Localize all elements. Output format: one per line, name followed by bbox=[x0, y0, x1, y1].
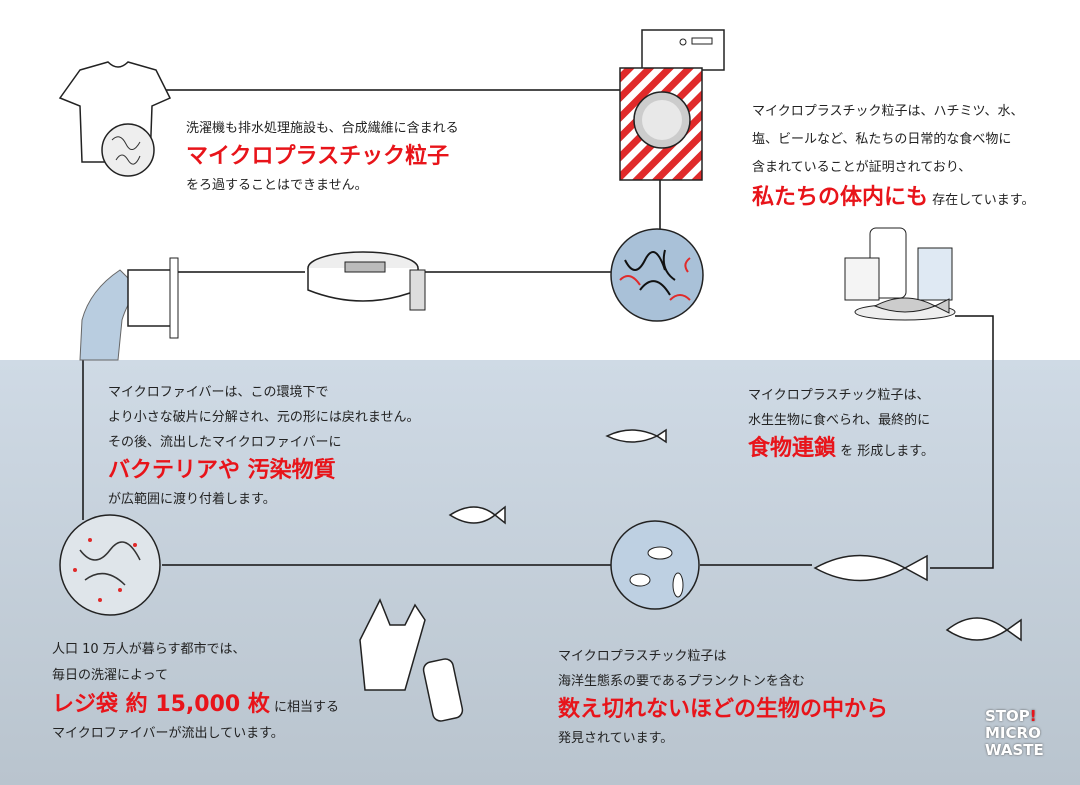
text-line: 発見されています。 bbox=[558, 731, 674, 746]
text-line: 水生生物に食べられ、最終的に bbox=[748, 413, 931, 428]
plastic-bag-icon bbox=[359, 598, 426, 691]
flow-lines bbox=[82, 89, 994, 569]
text-line: より小さな破片に分解され、元の形には戻れません。 bbox=[108, 410, 420, 425]
treatment-tank-icon bbox=[307, 251, 426, 311]
text-line: マイクロプラスチック粒子は、ハチミツ、水、 bbox=[752, 104, 1024, 119]
highlight-text: 食物連鎖 bbox=[748, 436, 837, 461]
water-background bbox=[0, 360, 1080, 785]
text-line: マイクロプラスチック粒子は、 bbox=[748, 388, 930, 403]
microfiber-magnified-icon bbox=[59, 514, 161, 616]
text-line: に相当する bbox=[274, 700, 340, 715]
text-line: が広範囲に渡り付着します。 bbox=[108, 492, 276, 507]
drain-pipe-icon bbox=[79, 257, 179, 361]
microplastic-magnified-icon bbox=[610, 228, 704, 322]
text-line: 人口 10 万人が暮らす都市では、 bbox=[52, 642, 246, 657]
highlight-text: レジ袋 約 15,000 枚 bbox=[52, 692, 270, 717]
text-line: その後、流出したマイクロファイバーに bbox=[108, 435, 342, 450]
logo-text: MICRO bbox=[985, 724, 1041, 742]
text-line: 含まれていることが証明されており、 bbox=[752, 160, 972, 175]
highlight-text: バクテリアや 汚染物質 bbox=[108, 458, 336, 483]
text-line: マイクロプラスチック粒子は bbox=[558, 649, 727, 664]
logo-text: WASTE bbox=[985, 741, 1044, 759]
fish-icon bbox=[448, 428, 1022, 642]
tshirt-icon bbox=[58, 61, 172, 177]
highlight-text: マイクロプラスチック粒子 bbox=[186, 144, 450, 169]
step-plastic-bag-text: 人口 10 万人が暮らす都市では、 毎日の洗濯によって レジ袋 約 15,000… bbox=[52, 637, 339, 747]
plastic-bottle-icon bbox=[422, 658, 464, 722]
logo-text: ! bbox=[1029, 707, 1037, 725]
text-line: マイクロファイバーは、この環境下で bbox=[108, 385, 329, 400]
highlight-text: 数え切れないほどの生物の中から bbox=[558, 697, 889, 722]
text-line: 存在しています。 bbox=[932, 193, 1035, 208]
logo-text: STOP bbox=[985, 707, 1030, 725]
step-foodchain-text: マイクロプラスチック粒子は、 水生生物に食べられ、最終的に 食物連鎖 を 形成し… bbox=[748, 383, 934, 465]
text-line: マイクロファイバーが流出しています。 bbox=[52, 726, 284, 741]
text-line: 海洋生態系の要であるプランクトンを含む bbox=[558, 674, 805, 689]
text-line: をろ過することはできません。 bbox=[186, 178, 368, 193]
step-bacteria-text: マイクロファイバーは、この環境下で より小さな破片に分解され、元の形には戻れませ… bbox=[108, 380, 419, 512]
food-table-icon bbox=[844, 227, 956, 321]
text-line: 洗濯機も排水処理施設も、合成繊維に含まれる bbox=[186, 121, 459, 136]
plankton-magnified-icon bbox=[610, 520, 700, 610]
step-plankton-text: マイクロプラスチック粒子は 海洋生態系の要であるプランクトンを含む 数え切れない… bbox=[558, 644, 888, 751]
highlight-text: 私たちの体内にも bbox=[752, 185, 929, 210]
text-line: 塩、ビールなど、私たちの日常的な食べ物に bbox=[752, 132, 1012, 147]
washing-machine-icon bbox=[619, 29, 725, 181]
step-body-text: マイクロプラスチック粒子は、ハチミツ、水、 塩、ビールなど、私たちの日常的な食べ… bbox=[752, 98, 1034, 215]
text-line: 毎日の洗濯によって bbox=[52, 668, 168, 683]
stop-micro-waste-logo: STOP! MICRO WASTE bbox=[985, 708, 1044, 759]
step-filter-text: 洗濯機も排水処理施設も、合成繊維に含まれる マイクロプラスチック粒子 をろ過する… bbox=[186, 116, 459, 198]
text-line: を 形成します。 bbox=[840, 444, 934, 459]
